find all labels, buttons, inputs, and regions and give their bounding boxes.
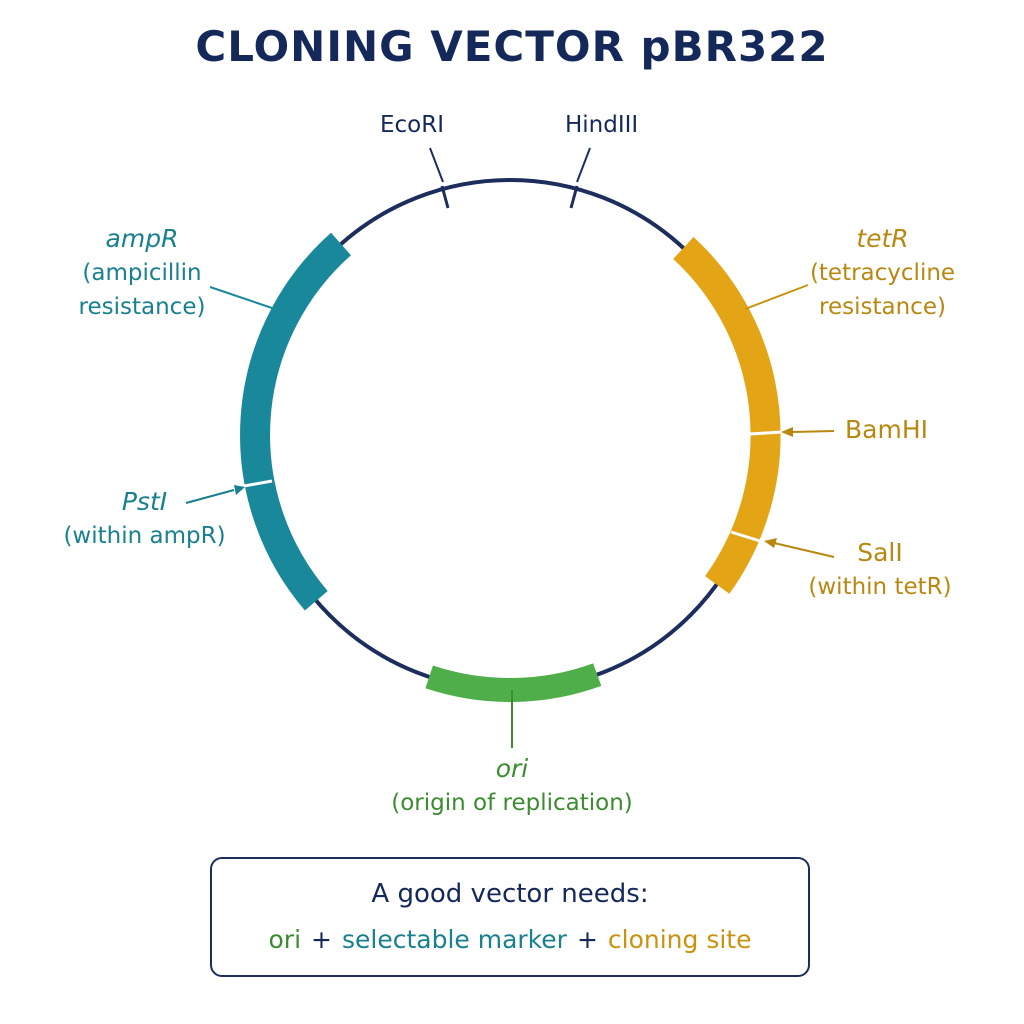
summary-ori: ori — [268, 925, 302, 954]
hindiii-label: HindIII — [565, 112, 639, 138]
ori-desc: (origin of replication) — [391, 790, 633, 816]
bamhi-label: BamHI — [845, 415, 928, 444]
summary-heading: A good vector needs: — [371, 879, 649, 909]
summary-box: A good vector needs: ori + selectable mark… — [210, 857, 810, 977]
tetr-gene-arc — [673, 236, 781, 594]
psti-label: PstI (within ampR) — [52, 485, 237, 553]
tetr-desc-line1: (tetracycline — [809, 260, 956, 286]
tetr-name: tetR — [856, 224, 909, 253]
sali-name: SalI — [857, 538, 903, 567]
tetr-label: tetR (tetracycline resistance) — [795, 222, 970, 324]
ori-label: ori (origin of replication) — [362, 752, 662, 820]
summary-formula: ori + selectable marker + cloning site — [212, 925, 808, 954]
psti-name: PstI — [121, 487, 168, 516]
hindiii-site-tick — [569, 185, 579, 209]
ecori-leader-line — [429, 147, 444, 183]
bamhi-arrow — [781, 427, 835, 437]
ampr-name: ampR — [105, 224, 179, 253]
tetr-desc-line2: resistance) — [819, 294, 946, 320]
ampr-gene-arc — [240, 232, 351, 611]
sali-site-notch — [730, 530, 761, 543]
psti-site-notch — [243, 479, 273, 488]
ampr-desc-line1: (ampicillin — [82, 260, 202, 286]
summary-site: cloning site — [607, 925, 752, 954]
ecori-site-tick — [440, 185, 450, 209]
hindiii-leader-line — [576, 147, 591, 183]
ori-arc — [425, 663, 602, 702]
sali-label: SalI (within tetR) — [800, 536, 960, 604]
tetr-leader-line — [744, 284, 809, 310]
ampr-leader-line — [209, 286, 273, 309]
summary-marker: selectable marker — [341, 925, 567, 954]
summary-plus-2: + — [576, 925, 598, 954]
sali-arrow — [764, 538, 835, 558]
ecori-label: EcoRI — [380, 112, 445, 138]
diagram-title: CLONING VECTOR pBR322 — [195, 22, 829, 71]
psti-note: (within ampR) — [63, 523, 226, 549]
summary-plus-1: + — [311, 925, 332, 954]
ampr-desc-line2: resistance) — [78, 294, 206, 320]
ampr-label: ampR (ampicillin resistance) — [62, 222, 222, 324]
psti-arrow — [185, 485, 245, 504]
ori-name: ori — [495, 754, 529, 783]
bamhi-site-notch — [749, 430, 783, 436]
sali-note: (within tetR) — [808, 574, 952, 600]
